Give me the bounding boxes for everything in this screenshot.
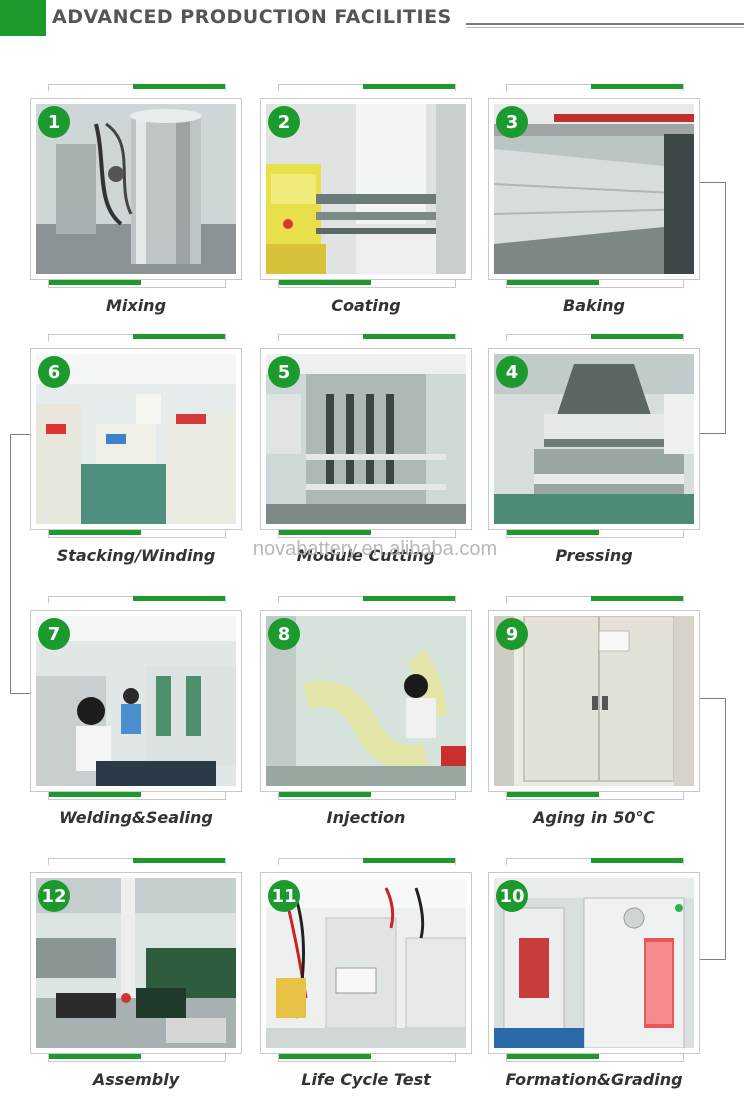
assembly-photo xyxy=(36,878,236,1048)
step-label: Assembly xyxy=(92,1070,180,1089)
card-bottom-bar xyxy=(48,1054,226,1062)
card-bottom-bar xyxy=(278,530,456,538)
step-label: Module Cutting xyxy=(296,546,436,565)
process-step-baking: 3 Baking xyxy=(488,84,700,322)
pressing-photo xyxy=(494,354,694,524)
coating-photo xyxy=(266,104,466,274)
module-cutting-photo xyxy=(266,354,466,524)
welding-sealing-photo xyxy=(36,616,236,786)
card-bottom-bar xyxy=(278,280,456,288)
process-step-pressing: 4 Pressing xyxy=(488,334,700,572)
process-step-coating: 2 Coating xyxy=(260,84,472,322)
photo-frame: 9 xyxy=(488,610,700,792)
step-number-badge: 3 xyxy=(496,106,528,138)
aging-room-photo xyxy=(494,616,694,786)
photo-frame: 8 xyxy=(260,610,472,792)
card-bottom-bar xyxy=(48,530,226,538)
step-label: Formation&Grading xyxy=(505,1070,683,1089)
step-number-badge: 8 xyxy=(268,618,300,650)
step-label: Coating xyxy=(331,296,401,315)
photo-frame: 12 xyxy=(30,872,242,1054)
card-top-bar xyxy=(278,334,456,341)
card-top-bar xyxy=(48,334,226,341)
step-number-badge: 1 xyxy=(38,106,70,138)
process-step-stacking-winding: 6 Stacking/Winding xyxy=(30,334,242,572)
step-label: Baking xyxy=(563,296,625,315)
mixing-photo xyxy=(36,104,236,274)
card-top-bar xyxy=(48,596,226,603)
card-bottom-bar xyxy=(506,530,684,538)
step-label: Pressing xyxy=(555,546,633,565)
life-cycle-test-photo xyxy=(266,878,466,1048)
card-bottom-bar xyxy=(48,792,226,800)
step-number-badge: 4 xyxy=(496,356,528,388)
process-step-mixing: 1 Mixing xyxy=(30,84,242,322)
step-label: Mixing xyxy=(105,296,167,315)
step-number-badge: 11 xyxy=(268,880,300,912)
card-top-bar xyxy=(506,596,684,603)
website-watermark: novabattery.en.alibaba.com xyxy=(252,538,498,560)
page-title: ADVANCED PRODUCTION FACILITIES xyxy=(52,6,452,28)
process-step-life-cycle-test: 11 Life Cycle Test xyxy=(260,858,472,1096)
step-number-badge: 2 xyxy=(268,106,300,138)
flow-connector-9-10 xyxy=(700,698,726,960)
card-top-bar xyxy=(278,858,456,865)
card-top-bar xyxy=(506,858,684,865)
step-number-badge: 9 xyxy=(496,618,528,650)
baking-photo xyxy=(494,104,694,274)
photo-frame: 6 xyxy=(30,348,242,530)
process-step-module-cutting: 5 Module Cutting xyxy=(260,334,472,572)
step-number-badge: 6 xyxy=(38,356,70,388)
card-top-bar xyxy=(278,596,456,603)
photo-frame: 4 xyxy=(488,348,700,530)
process-step-injection: 8 Injection xyxy=(260,596,472,834)
formation-grading-photo xyxy=(494,878,694,1048)
card-bottom-bar xyxy=(506,280,684,288)
flow-connector-3-4 xyxy=(700,182,726,434)
card-top-bar xyxy=(48,84,226,91)
card-top-bar xyxy=(506,84,684,91)
step-number-badge: 12 xyxy=(38,880,70,912)
card-bottom-bar xyxy=(48,280,226,288)
photo-frame: 5 xyxy=(260,348,472,530)
photo-frame: 1 xyxy=(30,98,242,280)
card-bottom-bar xyxy=(278,1054,456,1062)
step-label: Aging in 50℃ xyxy=(533,808,655,827)
header-accent-tab xyxy=(0,0,46,36)
photo-frame: 11 xyxy=(260,872,472,1054)
injection-photo xyxy=(266,616,466,786)
process-step-formation-grading: 10 Formation&Grading xyxy=(488,858,700,1096)
card-top-bar xyxy=(278,84,456,91)
photo-frame: 3 xyxy=(488,98,700,280)
photo-frame: 2 xyxy=(260,98,472,280)
card-bottom-bar xyxy=(506,1054,684,1062)
header-rule-thin xyxy=(466,27,744,28)
flow-connector-6-7 xyxy=(10,434,32,694)
card-top-bar xyxy=(506,334,684,341)
photo-frame: 7 xyxy=(30,610,242,792)
card-bottom-bar xyxy=(278,792,456,800)
process-step-welding-sealing: 7 Welding&Sealing xyxy=(30,596,242,834)
step-number-badge: 5 xyxy=(268,356,300,388)
step-label: Injection xyxy=(326,808,406,827)
step-label: Stacking/Winding xyxy=(56,546,216,565)
step-number-badge: 10 xyxy=(496,880,528,912)
step-label: Welding&Sealing xyxy=(59,808,213,827)
stacking-winding-photo xyxy=(36,354,236,524)
step-number-badge: 7 xyxy=(38,618,70,650)
header-rule xyxy=(466,23,744,25)
step-label: Life Cycle Test xyxy=(301,1070,431,1089)
card-bottom-bar xyxy=(506,792,684,800)
process-step-assembly: 12 Assembly xyxy=(30,858,242,1096)
process-step-aging: 9 Aging in 50℃ xyxy=(488,596,700,834)
card-top-bar xyxy=(48,858,226,865)
photo-frame: 10 xyxy=(488,872,700,1054)
